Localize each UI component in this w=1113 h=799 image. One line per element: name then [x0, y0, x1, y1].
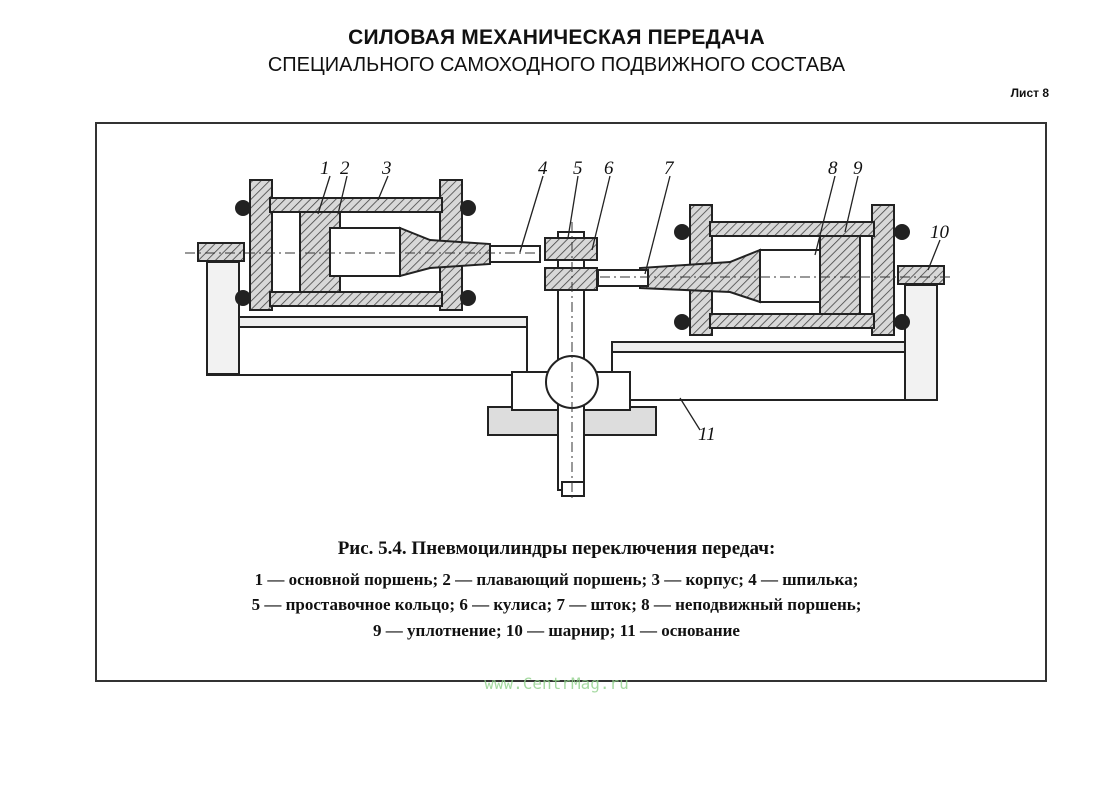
part-label-3: 3 [381, 158, 392, 179]
part-label-1: 1 [320, 158, 330, 179]
part-label-11: 11 [698, 424, 716, 445]
part-label-10: 10 [930, 222, 950, 243]
hinge-support [197, 242, 945, 401]
part-label-6: 6 [604, 158, 614, 179]
part-number-labels: 1 2 3 4 5 6 7 8 9 10 11 [320, 158, 950, 445]
part-label-8: 8 [828, 158, 838, 179]
page-title: СИЛОВАЯ МЕХАНИЧЕСКАЯ ПЕРЕДАЧА [348, 26, 765, 49]
part-label-4: 4 [538, 158, 548, 179]
part-label-9: 9 [853, 158, 863, 179]
legend-line: 1 — основной поршень; 2 — плавающий порш… [254, 570, 859, 589]
part-label-5: 5 [573, 158, 583, 179]
figure-caption: Рис. 5.4. Пневмоцилиндры переключения пе… [337, 538, 776, 559]
left-cylinder [235, 179, 541, 311]
figure-frame [95, 122, 1047, 682]
leader-lines [317, 175, 941, 431]
part-label-2: 2 [340, 158, 350, 179]
sheet-label: Лист 8 [1010, 86, 1049, 100]
center-lines [185, 222, 950, 500]
watermark: www.CentrMag.ru [484, 674, 629, 693]
part-label-7: 7 [664, 158, 675, 179]
legend-line: 5 — проставочное кольцо; 6 — кулиса; 7 —… [251, 595, 862, 614]
central-rocker [544, 231, 599, 497]
right-cylinder [597, 204, 910, 336]
legend-line: 9 — уплотнение; 10 — шарнир; 11 — основа… [373, 621, 740, 640]
page-subtitle: СПЕЦИАЛЬНОГО САМОХОДНОГО ПОДВИЖНОГО СОСТ… [267, 54, 846, 76]
